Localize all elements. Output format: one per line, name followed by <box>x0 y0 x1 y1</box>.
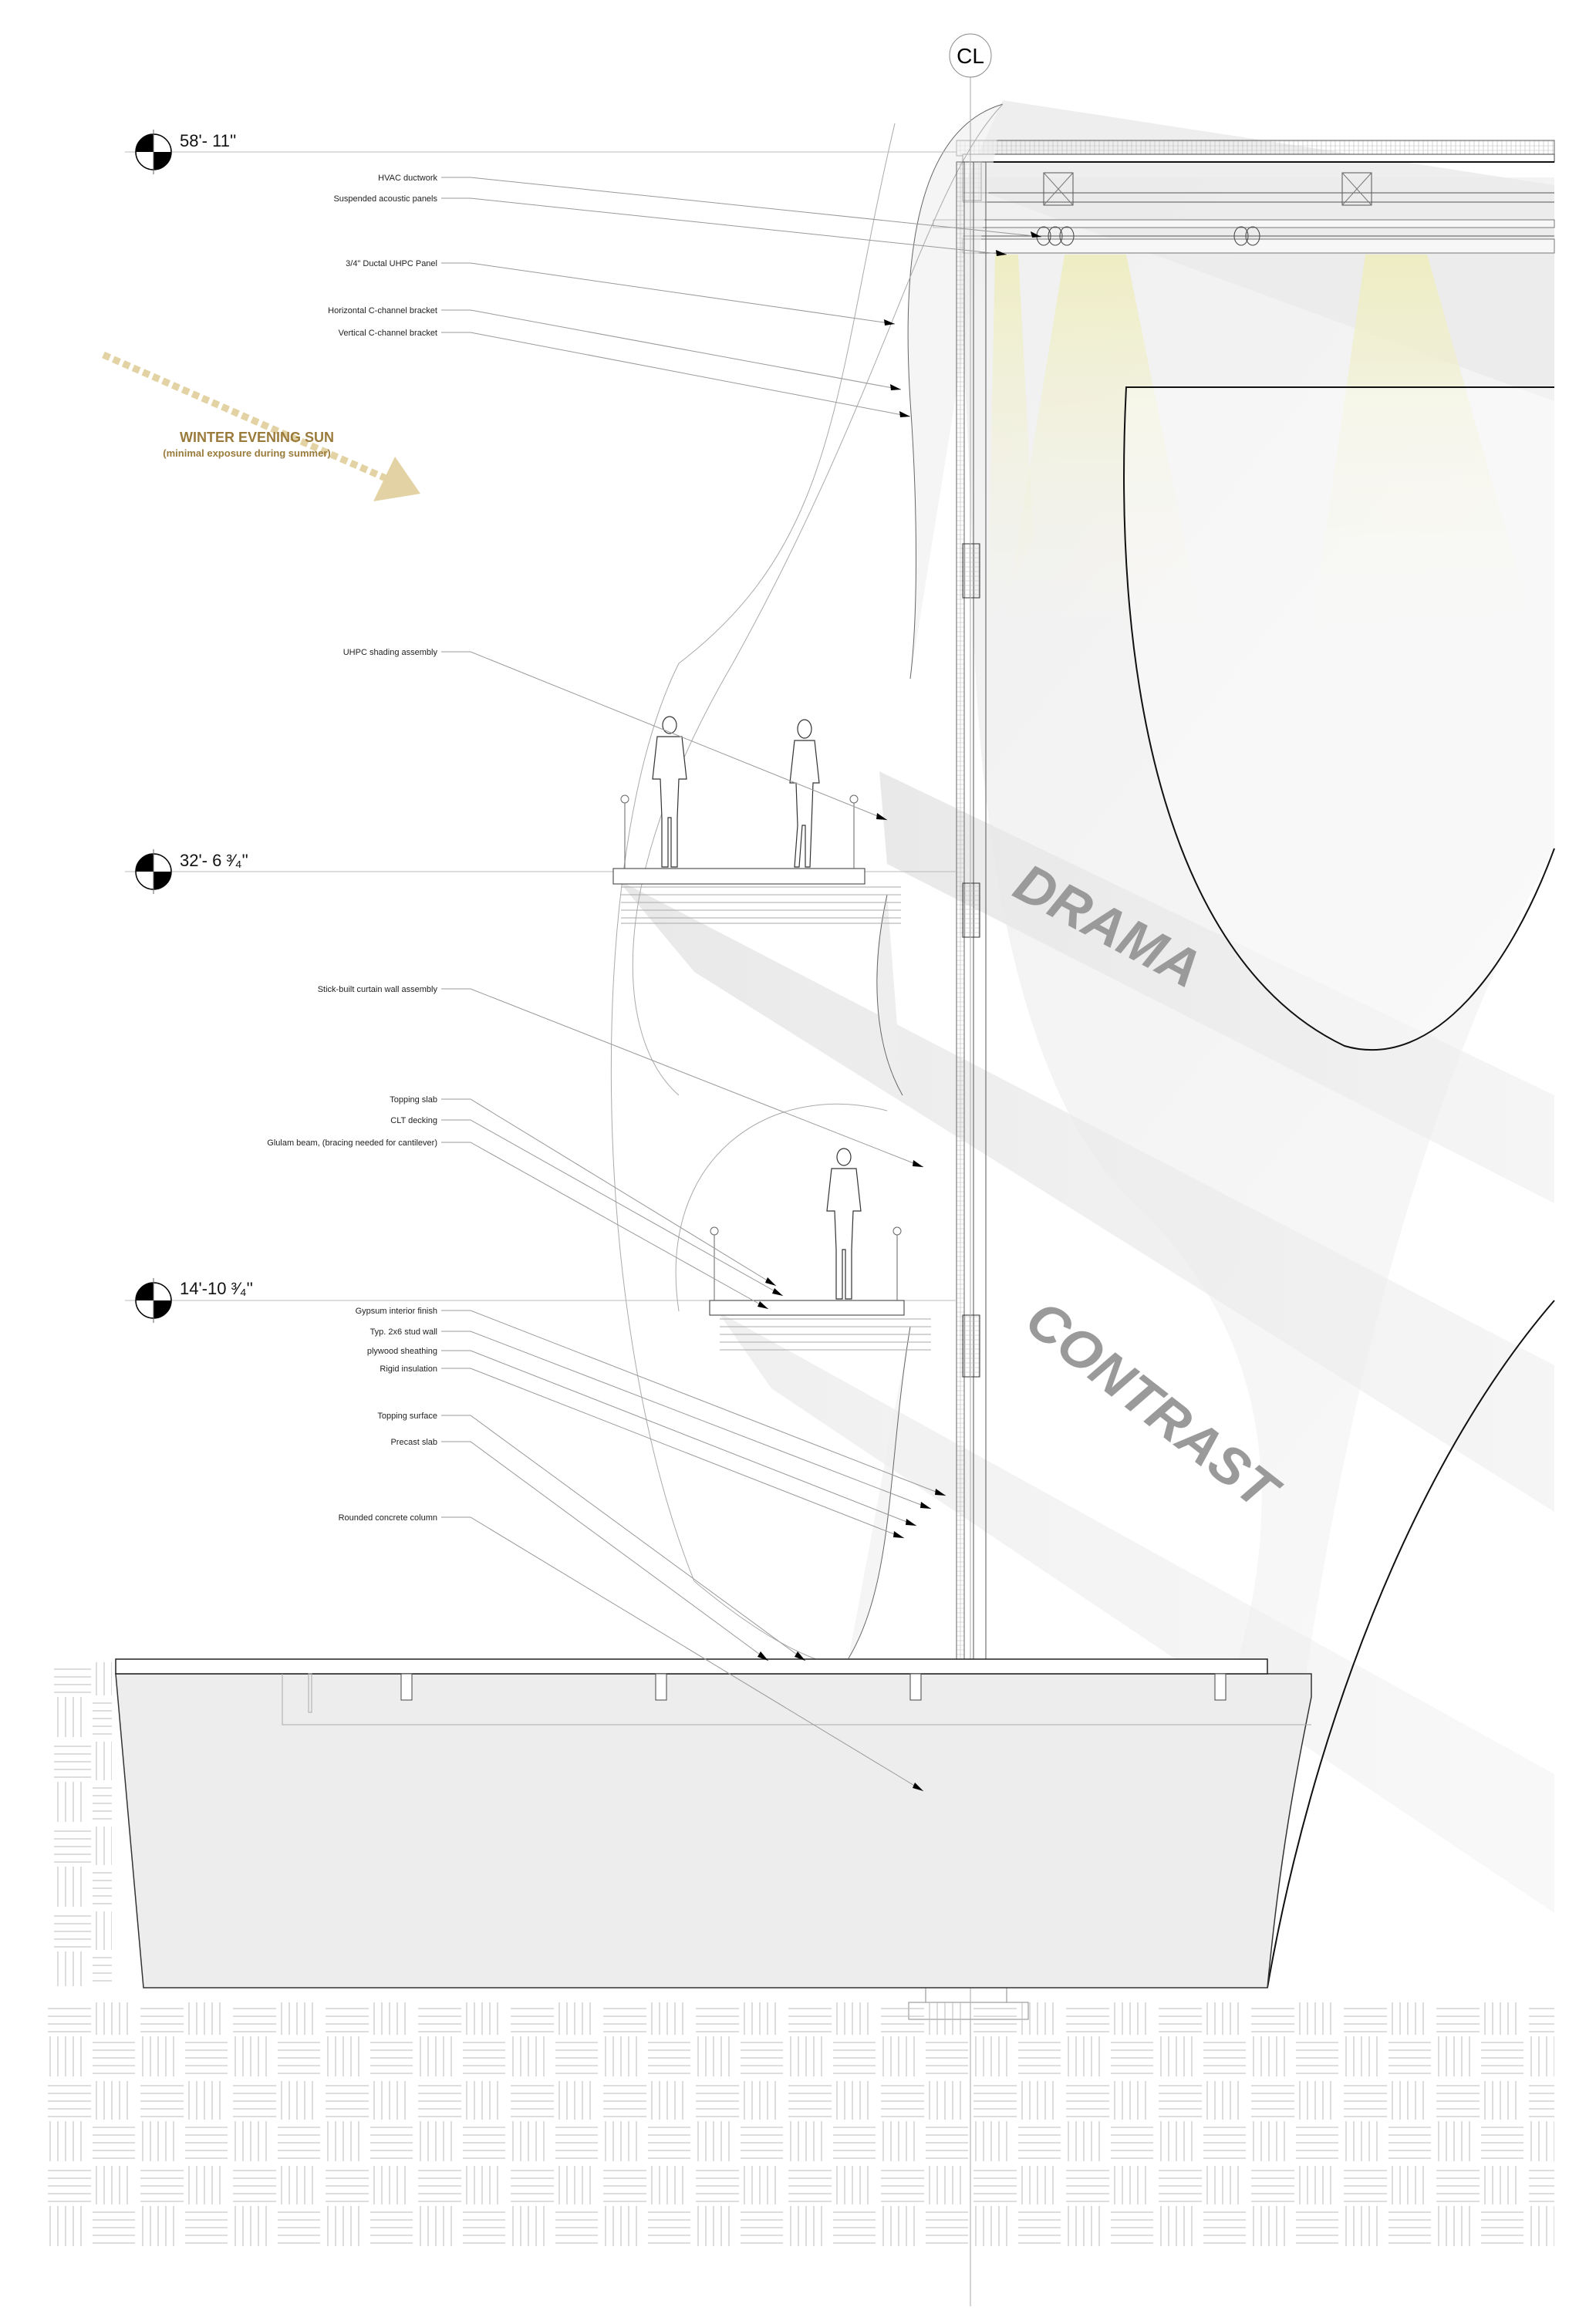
svg-text:Suspended acoustic panels: Suspended acoustic panels <box>333 194 437 204</box>
sun-direction-arrow <box>102 351 420 501</box>
svg-text:Horizontal C-channel bracket: Horizontal C-channel bracket <box>328 306 437 315</box>
svg-text:plywood sheathing: plywood sheathing <box>367 1347 437 1356</box>
centerline-symbol: CL <box>957 44 984 68</box>
person-figure-man-lower <box>826 1148 862 1300</box>
svg-text:HVAC ductwork: HVAC ductwork <box>378 174 437 183</box>
ground-floor-slab <box>115 1658 1312 1988</box>
light-cones <box>987 255 1535 632</box>
svg-text:CLT decking: CLT decking <box>390 1116 437 1125</box>
hvac-ducts <box>1036 172 1372 246</box>
balcony-upper <box>612 794 901 924</box>
callout-concrete-column: Rounded concrete column <box>339 1513 924 1792</box>
level-marker-icon <box>135 1278 172 1323</box>
callout-precast-slab: Precast slab <box>390 1438 769 1661</box>
callout-stud-wall: Typ. 2x6 stud wall <box>370 1327 932 1509</box>
svg-text:3/4" Ductal UHPC Panel: 3/4" Ductal UHPC Panel <box>346 259 437 268</box>
sun-subtitle: (minimal exposure during summer) <box>163 447 330 459</box>
callout-uhpc-panel: 3/4" Ductal UHPC Panel <box>346 259 896 326</box>
svg-text:Typ. 2x6 stud wall: Typ. 2x6 stud wall <box>370 1327 437 1337</box>
sun-title: WINTER EVENING SUN <box>180 430 334 445</box>
callout-horizontal-bracket: Horizontal C-channel bracket <box>328 306 902 390</box>
callout-topping-slab: Topping slab <box>390 1095 777 1287</box>
callout-uhpc-shading: UHPC shading assembly <box>343 648 888 821</box>
svg-text:Glulam beam, (bracing needed f: Glulam beam, (bracing needed for cantile… <box>267 1138 437 1148</box>
callout-hvac: HVAC ductwork <box>378 174 1042 238</box>
level-marker-icon <box>135 849 172 894</box>
svg-text:Precast slab: Precast slab <box>390 1438 437 1447</box>
person-figure-man <box>652 716 687 868</box>
callout-plywood: plywood sheathing <box>367 1347 917 1526</box>
level-marker-icon <box>135 130 172 174</box>
svg-text:Topping surface: Topping surface <box>377 1412 437 1421</box>
callout-clt-decking: CLT decking <box>390 1116 784 1297</box>
svg-text:Gypsum interior finish: Gypsum interior finish <box>356 1307 437 1316</box>
callouts: HVAC ductwork Suspended acoustic panels … <box>267 174 1042 1792</box>
interior-curve <box>1123 386 1555 1051</box>
shadow-bands <box>617 100 1554 1913</box>
callout-rigid-insulation: Rigid insulation <box>380 1364 905 1539</box>
lower-curve <box>1267 1300 1555 1988</box>
level-58-11: 58'- 11'' <box>125 130 957 174</box>
svg-text:UHPC shading assembly: UHPC shading assembly <box>343 648 438 657</box>
callout-gypsum: Gypsum interior finish <box>356 1307 946 1496</box>
callout-topping-surface: Topping surface <box>377 1412 806 1661</box>
callout-glulam-beam: Glulam beam, (bracing needed for cantile… <box>267 1138 769 1310</box>
person-figure-woman <box>789 719 820 868</box>
callout-acoustic-panels: Suspended acoustic panels <box>333 194 1007 256</box>
balcony-lower <box>709 1226 931 1351</box>
earth-hatch-left <box>54 1662 112 1986</box>
callout-vertical-bracket: Vertical C-channel bracket <box>339 329 911 417</box>
facade-outline <box>610 103 1004 1667</box>
svg-text:Topping slab: Topping slab <box>390 1095 437 1105</box>
svg-text:Vertical C-channel bracket: Vertical C-channel bracket <box>339 329 437 338</box>
callout-curtain-wall: Stick-built curtain wall assembly <box>318 985 924 1168</box>
earth-hatch <box>46 2002 1554 2249</box>
level-label: 32'- 6 ³⁄₄'' <box>180 851 248 870</box>
svg-text:Rigid insulation: Rigid insulation <box>380 1364 437 1374</box>
svg-text:Stick-built curtain wall assem: Stick-built curtain wall assembly <box>318 985 438 994</box>
svg-text:Rounded concrete column: Rounded concrete column <box>339 1513 437 1523</box>
centerline-marker: CL <box>949 33 992 78</box>
level-label: 58'- 11'' <box>180 131 236 150</box>
level-14-10: 14'-10 ³⁄₄'' <box>125 1278 957 1323</box>
level-label: 14'-10 ³⁄₄'' <box>180 1279 253 1298</box>
